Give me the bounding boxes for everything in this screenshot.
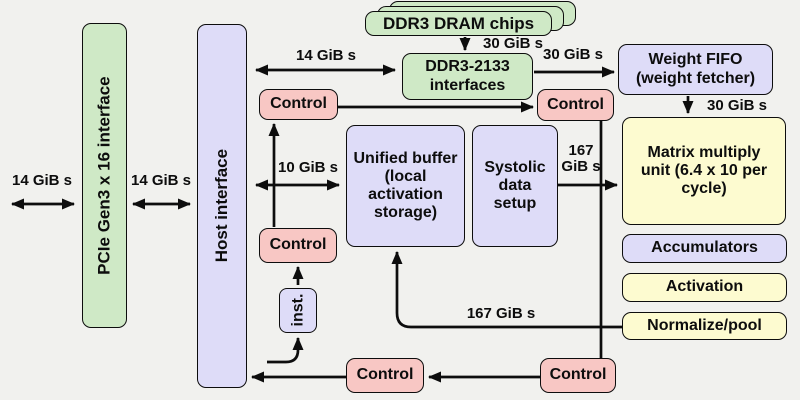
host-interface-box: Host interface [197, 24, 247, 388]
bandwidth-label-host-ddr: 14 GiB s [295, 47, 357, 64]
accumulators-box: Accumulators [622, 234, 787, 263]
bandwidth-label-host-buffer: 10 GiB s [277, 159, 339, 176]
control-box-host-top: Control [259, 89, 338, 120]
weight-fifo-box: Weight FIFO (weight fetcher) [618, 44, 773, 95]
control-label: Control [549, 366, 607, 384]
control-box-bottom-mid: Control [346, 358, 424, 393]
bandwidth-label-fifo-mmu: 30 GiB s [706, 97, 768, 114]
bandwidth-label-pool-buffer: 167 GiB s [466, 305, 536, 322]
bandwidth-label-ddr-fifo: 30 GiB s [542, 46, 604, 63]
bandwidth-label-setup-mmu: 167 GiB s [561, 142, 601, 175]
unified-buffer-label: Unified buffer (local activation storage… [353, 149, 458, 222]
host-interface-label: Host interface [212, 149, 232, 263]
matrix-multiply-label: Matrix multiply unit (6.4 x 10 per cycle… [640, 143, 768, 198]
dram-chips-box: DDR3 DRAM chips [365, 11, 552, 36]
bandwidth-label-dram-down: 30 GiB s [482, 35, 544, 52]
ddr-interfaces-label: DDR3-2133 interfaces [425, 58, 510, 94]
instruction-label: inst. [288, 294, 306, 327]
control-box-weight-top: Control [537, 89, 614, 121]
unified-buffer-box: Unified buffer (local activation storage… [346, 125, 465, 247]
normalize-pool-label: Normalize/pool [647, 316, 762, 334]
accumulators-label: Accumulators [651, 239, 758, 257]
control-label: Control [270, 95, 327, 113]
weight-fifo-label: Weight FIFO (weight fetcher) [635, 51, 756, 87]
pcie-interface-label: PCIe Gen3 x 16 interface [94, 76, 114, 275]
control-box-bottom-right: Control [540, 358, 616, 393]
normalize-pool-box: Normalize/pool [622, 312, 787, 340]
matrix-multiply-box: Matrix multiply unit (6.4 x 10 per cycle… [622, 117, 786, 225]
instruction-box: inst. [279, 288, 317, 333]
control-label: Control [547, 95, 604, 113]
arrow-host-inst [267, 337, 304, 364]
bandwidth-label-pcie-external: 14 GiB s [11, 172, 73, 189]
bandwidth-label-pcie-host: 14 GiB s [130, 172, 192, 189]
activation-label: Activation [665, 278, 744, 296]
control-label: Control [356, 366, 414, 384]
control-box-host-mid: Control [259, 228, 337, 263]
pcie-interface-box: PCIe Gen3 x 16 interface [82, 23, 127, 328]
dram-chips-label: DDR3 DRAM chips [382, 13, 535, 33]
ddr-interfaces-box: DDR3-2133 interfaces [402, 53, 533, 100]
systolic-setup-label: Systolic data setup [484, 158, 546, 213]
control-label: Control [269, 236, 327, 254]
activation-box: Activation [622, 273, 787, 302]
systolic-setup-box: Systolic data setup [472, 125, 558, 247]
